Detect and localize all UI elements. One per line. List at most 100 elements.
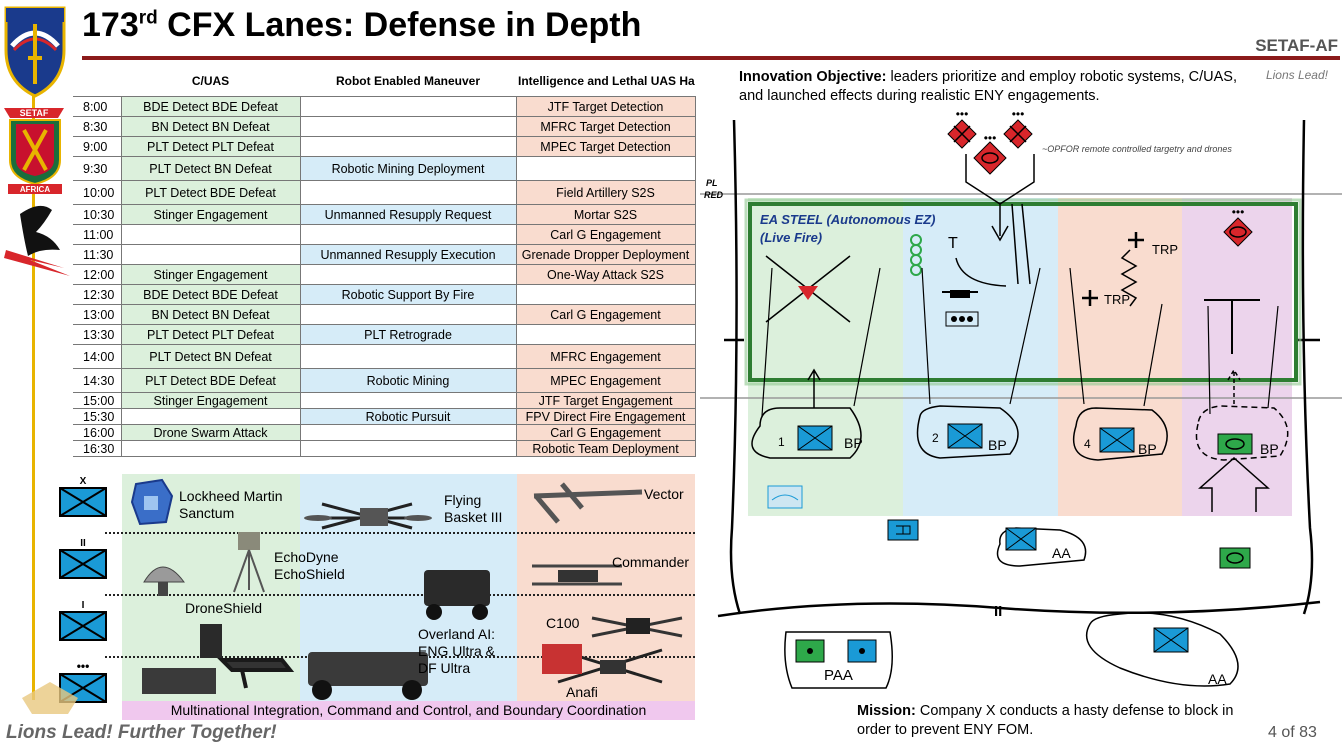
anafi-drone-icon [542, 644, 663, 684]
svg-text:BP: BP [844, 435, 863, 451]
intel-cell: Field Artillery S2S [515, 180, 696, 205]
column-header-cuas: C/UAS [191, 73, 230, 88]
svg-text:4: 4 [1084, 437, 1091, 451]
engagement-area-box [748, 202, 1298, 382]
cuas-cell: Stinger Engagement [120, 204, 301, 225]
time-cell: 16:30 [73, 440, 122, 457]
trp-markers [1082, 232, 1144, 307]
robot-cell [299, 136, 517, 157]
footer-slogan: Lions Lead! Further Together! [6, 722, 277, 743]
cuas-cell [120, 440, 301, 457]
schedule-header-row: C/UAS Robot Enabled Maneuver Intelligenc… [73, 66, 695, 97]
time-cell: 9:30 [73, 156, 122, 181]
target-mark: T [948, 235, 958, 252]
intel-cell: MFRC Engagement [515, 344, 696, 369]
mission-statement: Mission: Company X conducts a hasty defe… [857, 703, 1234, 738]
ea-title: EA STEEL (Autonomous EZ) [760, 212, 936, 227]
lanes-schedule: C/UAS Robot Enabled Maneuver Intelligenc… [73, 66, 696, 457]
schedule-row: 16:30 Robotic Team Deployment [73, 440, 696, 457]
echelon-label: I [82, 600, 85, 611]
intel-cell: Carl G Engagement [515, 424, 696, 441]
echelon-divider [105, 594, 695, 596]
enemy-unit-icon: ••• [1223, 205, 1253, 247]
opfor-axis-arrow [965, 154, 1035, 236]
svg-text:•••: ••• [1232, 205, 1245, 219]
system-label: Lockheed Martin Sanctum [179, 488, 283, 521]
friendly-recon-icon [1217, 433, 1253, 455]
robot-cell [299, 424, 517, 441]
turn-symbol [1204, 299, 1260, 354]
time-cell: 12:00 [73, 264, 122, 285]
time-cell: 9:00 [73, 136, 122, 157]
robot-cell: Robotic Pursuit [299, 408, 517, 425]
boundary-label: II [994, 603, 1002, 620]
time-cell: 13:00 [73, 304, 122, 325]
robot-cell [299, 344, 517, 369]
intel-cell: Carl G Engagement [515, 304, 696, 325]
svg-text:•••: ••• [956, 108, 969, 121]
flying-basket-drone-icon [304, 502, 432, 530]
echoshield-radar-icon [233, 532, 265, 593]
cuas-cell: Stinger Engagement [120, 392, 301, 409]
intel-cell: MPEC Target Detection [515, 136, 696, 157]
robot-cell [299, 116, 517, 137]
time-cell: 10:30 [73, 204, 122, 225]
commander-drone-icon [532, 564, 622, 586]
trp-label: TRP [1104, 292, 1130, 307]
title-underline [82, 56, 1340, 60]
system-label: Flying Basket III [444, 492, 503, 525]
intel-cell: One-Way Attack S2S [515, 264, 696, 285]
system-label: Anafi [566, 684, 598, 700]
robot-cell [299, 304, 517, 325]
cuas-cell: PLT Detect BDE Defeat [120, 180, 301, 205]
svg-text:SETAF: SETAF [20, 108, 49, 118]
cuas-cell: PLT Detect PLT Defeat [120, 136, 301, 157]
cuas-cell [120, 224, 301, 245]
echelon-divider [105, 532, 695, 534]
time-cell: 14:30 [73, 368, 122, 393]
integration-banner: Multinational Integration, Command and C… [122, 701, 695, 720]
schedule-table: C/UAS Robot Enabled Maneuver Intelligenc… [73, 66, 696, 457]
robot-cell [299, 264, 517, 285]
svg-text:AA: AA [1052, 545, 1071, 561]
intel-cell: FPV Direct Fire Engagement [515, 408, 696, 425]
innovation-objective: Innovation Objective: leaders prioritize… [739, 69, 1237, 104]
robot-cell: Robotic Support By Fire [299, 284, 517, 305]
echelon-label: ••• [77, 659, 90, 673]
cuas-drone-target-icon [765, 255, 851, 323]
time-cell: 11:30 [73, 244, 122, 265]
time-header [73, 66, 121, 97]
paa-label: PAA [824, 667, 853, 684]
system-label: C100 [546, 615, 580, 631]
ugv-drone-icon [942, 290, 979, 327]
motto-label: Lions Lead! [1265, 68, 1328, 82]
robot-cell [299, 392, 517, 409]
robot-cell [299, 224, 517, 245]
sensor-icon [767, 485, 803, 509]
echelon-label: II [80, 538, 86, 549]
system-label: Commander [612, 554, 690, 570]
robot-cell: PLT Retrograde [299, 324, 517, 345]
zone-purple [1182, 198, 1292, 516]
c100-drone-icon [591, 616, 683, 638]
system-label: Vector [644, 486, 684, 502]
svg-text:BP: BP [1260, 441, 1279, 457]
intel-cell: Robotic Team Deployment [515, 440, 696, 457]
cuas-cell [120, 408, 301, 425]
intel-cell: Grenade Dropper Deployment [515, 244, 696, 265]
intel-cell: JTF Target Detection [515, 96, 696, 117]
svg-text:•••: ••• [1012, 108, 1025, 121]
left-accent-bar [32, 60, 35, 700]
intel-cell: Carl G Engagement [515, 224, 696, 245]
zone-blue [903, 198, 1058, 516]
time-cell: 8:30 [73, 116, 122, 137]
svg-text:2: 2 [932, 431, 939, 445]
